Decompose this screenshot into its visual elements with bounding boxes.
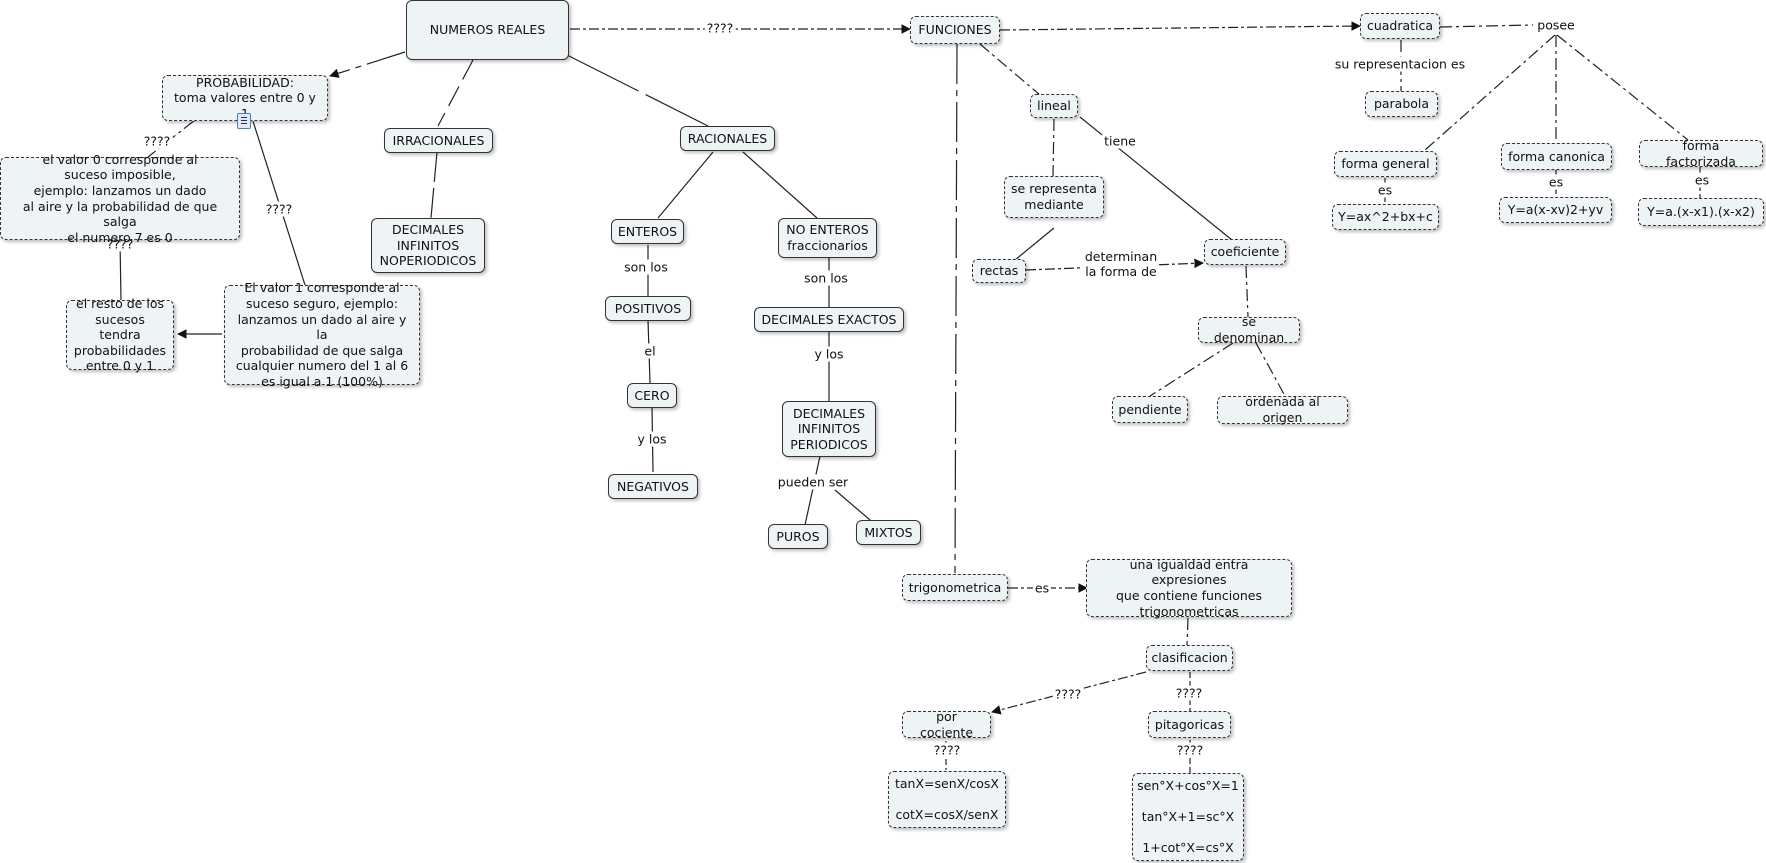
- edge-decperiodicos-mixtos: [834, 489, 871, 521]
- node-racionales[interactable]: RACIONALES: [680, 126, 775, 151]
- link-label: es: [1546, 174, 1566, 190]
- node-formula-canonica[interactable]: Y=a(x-xv)2+yv: [1499, 197, 1612, 223]
- link-label: es: [1032, 580, 1052, 596]
- link-label: tiene: [1102, 133, 1138, 149]
- edge-funciones-trig: [954, 43, 958, 574]
- node-pitagoricas[interactable]: pitagoricas: [1148, 711, 1231, 738]
- edge-reales-racionales: [566, 54, 709, 127]
- node-identidades-pitagoricas[interactable]: sen°X+cos°X=1 tan°X+1=sc°X 1+cot°X=cs°X: [1132, 773, 1244, 861]
- edge-reales-probabilidad: [329, 51, 406, 78]
- edge-racionales-enteros: [657, 151, 714, 219]
- node-negativos[interactable]: NEGATIVOS: [608, 474, 698, 499]
- link-label: posee: [1535, 17, 1577, 33]
- link-label: ????: [141, 133, 173, 149]
- link-label: y los: [635, 431, 669, 447]
- link-label: ????: [1173, 685, 1205, 701]
- node-igualdad[interactable]: una igualdad entra expresiones que conti…: [1086, 557, 1292, 619]
- link-label: ????: [104, 236, 136, 252]
- node-resto-sucesos[interactable]: el resto de los sucesos tendra probabili…: [66, 296, 174, 373]
- link-label: pueden ser: [775, 474, 851, 490]
- node-ordenada[interactable]: ordenada al origen: [1217, 394, 1348, 425]
- node-decimales-infinitos-noperiodicos[interactable]: DECIMALES INFINITOS NOPERIODICOS: [371, 218, 485, 273]
- edge-lineal-serepresenta: [1052, 118, 1055, 177]
- node-pendiente[interactable]: pendiente: [1112, 396, 1188, 423]
- node-mixtos[interactable]: MIXTOS: [856, 520, 921, 545]
- edge-funciones-lineal: [979, 43, 1041, 96]
- node-decimales-exactos[interactable]: DECIMALES EXACTOS: [754, 307, 904, 332]
- link-label: son los: [802, 270, 850, 286]
- document-attachment-icon[interactable]: [237, 113, 251, 129]
- edge-racionales-noenteros: [742, 151, 818, 219]
- node-cuadratica[interactable]: cuadratica: [1360, 13, 1440, 39]
- edge-decperiodicos-puros: [804, 455, 821, 526]
- node-por-cociente[interactable]: por cociente: [902, 709, 991, 740]
- node-trigonometrica[interactable]: trigonometrica: [902, 574, 1008, 601]
- node-se-representa[interactable]: se representa mediante: [1004, 176, 1104, 218]
- link-label: ????: [931, 742, 963, 758]
- node-coeficiente[interactable]: coeficiente: [1204, 239, 1286, 265]
- node-forma-canonica[interactable]: forma canonica: [1501, 143, 1612, 170]
- link-label: determinan la forma de: [1082, 249, 1160, 279]
- node-puros[interactable]: PUROS: [768, 524, 828, 549]
- node-irracionales[interactable]: IRRACIONALES: [384, 128, 493, 153]
- node-rectas[interactable]: rectas: [972, 259, 1026, 283]
- edge-reales-irracionales: [437, 59, 474, 127]
- link-label: es: [1375, 182, 1395, 198]
- node-forma-factorizada[interactable]: forma factorizada: [1639, 138, 1763, 169]
- edge-rectas-coeficiente: [1025, 258, 1204, 271]
- edge-igualdad-clasificacion: [1186, 617, 1189, 646]
- node-forma-general[interactable]: forma general: [1334, 151, 1437, 177]
- link-label: su representacion es: [1332, 56, 1468, 72]
- link-label: es: [1692, 172, 1712, 188]
- node-tan-cot-formulas[interactable]: tanX=senX/cosX cotX=cosX/senX: [888, 771, 1006, 828]
- link-label: ????: [704, 20, 736, 36]
- edge-posee-general: [1424, 34, 1556, 151]
- node-formula-factorizada[interactable]: Y=a.(x-x1).(x-x2): [1638, 198, 1764, 226]
- node-decimales-infinitos-periodicos[interactable]: DECIMALES INFINITOS PERIODICOS: [782, 401, 876, 457]
- node-no-enteros[interactable]: NO ENTEROS fraccionarios: [778, 218, 877, 258]
- link-label: ????: [1052, 686, 1084, 702]
- node-valor-cero[interactable]: el valor 0 corresponde al suceso imposib…: [0, 152, 240, 245]
- link-label: ????: [1174, 742, 1206, 758]
- edge-cuadratica-posee: [1439, 24, 1534, 28]
- edge-funciones-cuadratica: [999, 21, 1361, 31]
- node-lineal[interactable]: lineal: [1030, 94, 1078, 118]
- link-label: ????: [263, 201, 295, 217]
- node-valor-uno[interactable]: El valor 1 corresponde al suceso seguro,…: [224, 280, 420, 389]
- edge-coeficiente-sedenominan: [1245, 265, 1249, 318]
- node-formula-general[interactable]: Y=ax^2+bx+c: [1332, 204, 1439, 230]
- edge-posee-factorizada: [1556, 34, 1689, 141]
- node-numeros-reales[interactable]: NUMEROS REALES: [406, 0, 569, 60]
- link-label: el: [642, 343, 658, 359]
- edge-serepresenta-rectas: [1014, 227, 1055, 261]
- node-se-denominan[interactable]: se denominan: [1198, 314, 1300, 345]
- node-positivos[interactable]: POSITIVOS: [605, 296, 691, 321]
- node-cero[interactable]: CERO: [627, 383, 677, 408]
- node-clasificacion[interactable]: clasificacion: [1146, 645, 1233, 671]
- link-label: son los: [622, 259, 670, 275]
- node-enteros[interactable]: ENTEROS: [611, 219, 684, 244]
- link-label: y los: [812, 346, 846, 362]
- edge-sedenominan-ordenada: [1255, 342, 1286, 397]
- node-parabola[interactable]: parabola: [1365, 91, 1438, 117]
- edge-sedenominan-pendiente: [1149, 342, 1234, 397]
- edge-irracionales-decimales: [430, 151, 438, 219]
- node-funciones[interactable]: FUNCIONES: [910, 16, 1000, 44]
